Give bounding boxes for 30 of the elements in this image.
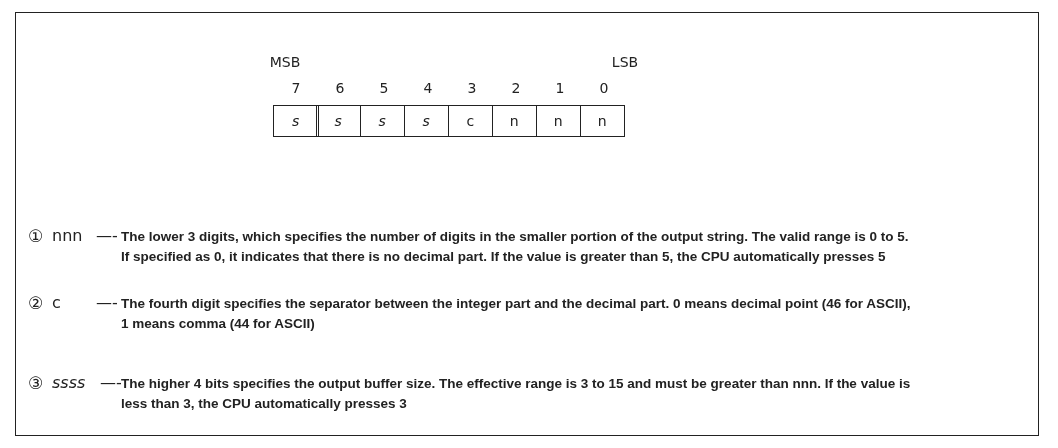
bit-cell: s xyxy=(359,105,405,137)
dash-separator: —- xyxy=(96,226,118,246)
bit-number: 3 xyxy=(466,79,478,97)
callout-number: ③ xyxy=(28,373,44,393)
lsb-label: LSB xyxy=(610,53,640,71)
bit-cell: n xyxy=(579,105,625,137)
field-name: ssss xyxy=(52,373,86,393)
description-text: The fourth digit specifies the separator between the integer part and the decimal part. 0 means decimal point (46 for ASCII), 1 means comma (44 for ASCII) xyxy=(121,295,911,333)
bit-cell: s xyxy=(403,105,449,137)
callout-number: ① xyxy=(28,226,44,246)
bit-number: 1 xyxy=(554,79,566,97)
description-text: The higher 4 bits specifies the output buffer size. The effective range is 3 to 15 and must be greater than nnn. If the value is less than 3, the CPU automatically presses 3 xyxy=(121,375,911,413)
field-name: c xyxy=(52,293,61,313)
bit-number: 2 xyxy=(510,79,522,97)
dash-separator: —- xyxy=(96,293,118,313)
msb-label: MSB xyxy=(268,53,302,71)
bit-number: 6 xyxy=(334,79,346,97)
bit-number: 7 xyxy=(290,79,302,97)
field-name: nnn xyxy=(52,226,83,246)
bit-cell: s xyxy=(273,105,319,137)
bit-number: 5 xyxy=(378,79,390,97)
bit-number: 4 xyxy=(422,79,434,97)
bit-cell: s xyxy=(315,105,361,137)
bit-number: 0 xyxy=(598,79,610,97)
bit-cell: n xyxy=(535,105,581,137)
dash-separator: —- xyxy=(100,373,122,393)
callout-number: ② xyxy=(28,293,44,313)
bit-cell: n xyxy=(491,105,537,137)
description-text: The lower 3 digits, which specifies the number of digits in the smaller portion of the output string. The valid range is 0 to 5. If specified as 0, it indicates that there is no decimal part. If the value is greater than 5, the CPU automatically presses 5 xyxy=(121,228,910,266)
bit-cell: c xyxy=(447,105,493,137)
